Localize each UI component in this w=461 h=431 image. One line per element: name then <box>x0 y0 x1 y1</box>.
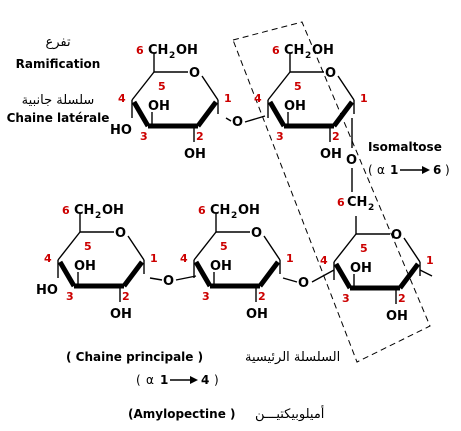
ch2oh-ch: CH <box>284 43 304 58</box>
hydroxyl-c3-up: OH <box>74 259 96 274</box>
molecule-name-french: (Amylopectine ) <box>128 407 236 421</box>
carbon-number-5: 5 <box>220 240 228 253</box>
carbon-number-5: 5 <box>294 80 302 93</box>
svg-text:(: ( <box>136 373 141 387</box>
main-chain-french: ( Chaine principale ) <box>66 350 203 364</box>
carbon-number-1: 1 <box>360 92 368 105</box>
ring-oxygen: O <box>189 66 200 81</box>
bridge-oxygen-top: O <box>232 115 243 130</box>
carbon-number-4: 4 <box>254 92 262 105</box>
side-chain-arabic: سلسلة جانبية <box>22 93 95 108</box>
carbon-number-6: 6 <box>62 204 70 217</box>
ch2oh-sub: 2 <box>305 51 311 61</box>
carbon-number-2: 2 <box>332 130 340 143</box>
ch2oh-oh: OH <box>102 203 124 218</box>
glycosidic-bonds <box>149 115 433 283</box>
bridge-oxygen-bottom-right: O <box>298 276 309 291</box>
ch2oh-oh: OH <box>176 43 198 58</box>
carbon-number-3: 3 <box>276 130 284 143</box>
ch2oh-sub: 2 <box>95 211 101 221</box>
carbon-number-2: 2 <box>122 290 130 303</box>
carbon-number-2: 2 <box>196 130 204 143</box>
hydroxyl-c3-up: OH <box>350 261 372 276</box>
carbon-number-6-branch: 6 <box>337 196 345 209</box>
hydroxyl-c3-up: OH <box>148 99 170 114</box>
hydroxyl-c2: OH <box>246 307 268 322</box>
ch2oh-oh: OH <box>238 203 260 218</box>
ch2oh-ch: CH <box>210 203 230 218</box>
ramification-arabic: تفرع <box>45 35 71 50</box>
hydroxyl-c3-up: OH <box>210 259 232 274</box>
svg-text:): ) <box>214 373 219 387</box>
svg-text:4: 4 <box>201 373 209 387</box>
ring-oxygen: O <box>115 226 126 241</box>
hydroxyl-c3-up: OH <box>284 99 306 114</box>
svg-text:): ) <box>445 163 450 177</box>
carbon-number-6: 6 <box>198 204 206 217</box>
carbon-number-4: 4 <box>44 252 52 265</box>
glucose-ring-branch: O OH OH 4 5 1 2 3 <box>320 216 434 324</box>
svg-text:6: 6 <box>433 163 441 177</box>
carbon-number-6: 6 <box>272 44 280 57</box>
carbon-number-1: 1 <box>150 252 158 265</box>
ramification-french: Ramification <box>16 57 101 71</box>
carbon-number-5: 5 <box>84 240 92 253</box>
hydroxyl-c2: OH <box>386 309 408 324</box>
carbon-number-4: 4 <box>180 252 188 265</box>
svg-text:1: 1 <box>160 373 168 387</box>
ch2oh-oh: OH <box>312 43 334 58</box>
carbon-number-3: 3 <box>202 290 210 303</box>
isomaltose-linkage: ( α 1 6 ) <box>368 163 450 177</box>
carbon-number-1: 1 <box>426 254 434 267</box>
hydroxyl-c4: HO <box>36 283 58 298</box>
carbon-number-3: 3 <box>342 292 350 305</box>
carbon-number-1: 1 <box>286 252 294 265</box>
side-chain-french: Chaine latérale <box>7 111 110 125</box>
hydroxyl-c2: OH <box>110 307 132 322</box>
branch-ch2-sub: 2 <box>368 203 374 213</box>
carbon-number-5: 5 <box>360 242 368 255</box>
bridge-oxygen-branch: O <box>346 153 357 168</box>
carbon-number-2: 2 <box>398 292 406 305</box>
carbon-number-6: 6 <box>136 44 144 57</box>
carbon-number-3: 3 <box>140 130 148 143</box>
carbon-number-2: 2 <box>258 290 266 303</box>
carbon-number-4: 4 <box>320 254 328 267</box>
carbon-number-4: 4 <box>118 92 126 105</box>
bridge-oxygen-bottom-left: O <box>163 274 174 289</box>
isomaltose-label: Isomaltose <box>368 140 442 154</box>
molecule-name-arabic: أميلوبيكتيـــن <box>255 405 324 422</box>
carbon-number-5: 5 <box>158 80 166 93</box>
svg-text:(: ( <box>368 163 373 177</box>
svg-text:α: α <box>146 373 154 387</box>
ring-oxygen: O <box>251 226 262 241</box>
carbon-number-1: 1 <box>224 92 232 105</box>
ch2oh-sub: 2 <box>169 51 175 61</box>
isomaltose-dashed-box <box>232 21 431 363</box>
ch2oh-ch: CH <box>74 203 94 218</box>
main-chain-arabic: السلسلة الرئيسية <box>245 350 340 365</box>
hydroxyl-c4: HO <box>110 123 132 138</box>
svg-text:α: α <box>377 163 385 177</box>
svg-text:1: 1 <box>390 163 398 177</box>
hydroxyl-c2: OH <box>320 147 342 162</box>
branch-ch2-ch: CH <box>347 195 367 210</box>
carbon-number-3: 3 <box>66 290 74 303</box>
main-chain-linkage: ( α 1 4 ) <box>136 373 219 387</box>
hydroxyl-c2: OH <box>184 147 206 162</box>
ring-oxygen: O <box>391 228 402 243</box>
ring-oxygen: O <box>325 66 336 81</box>
ch2oh-sub: 2 <box>231 211 237 221</box>
ch2oh-ch: CH <box>148 43 168 58</box>
